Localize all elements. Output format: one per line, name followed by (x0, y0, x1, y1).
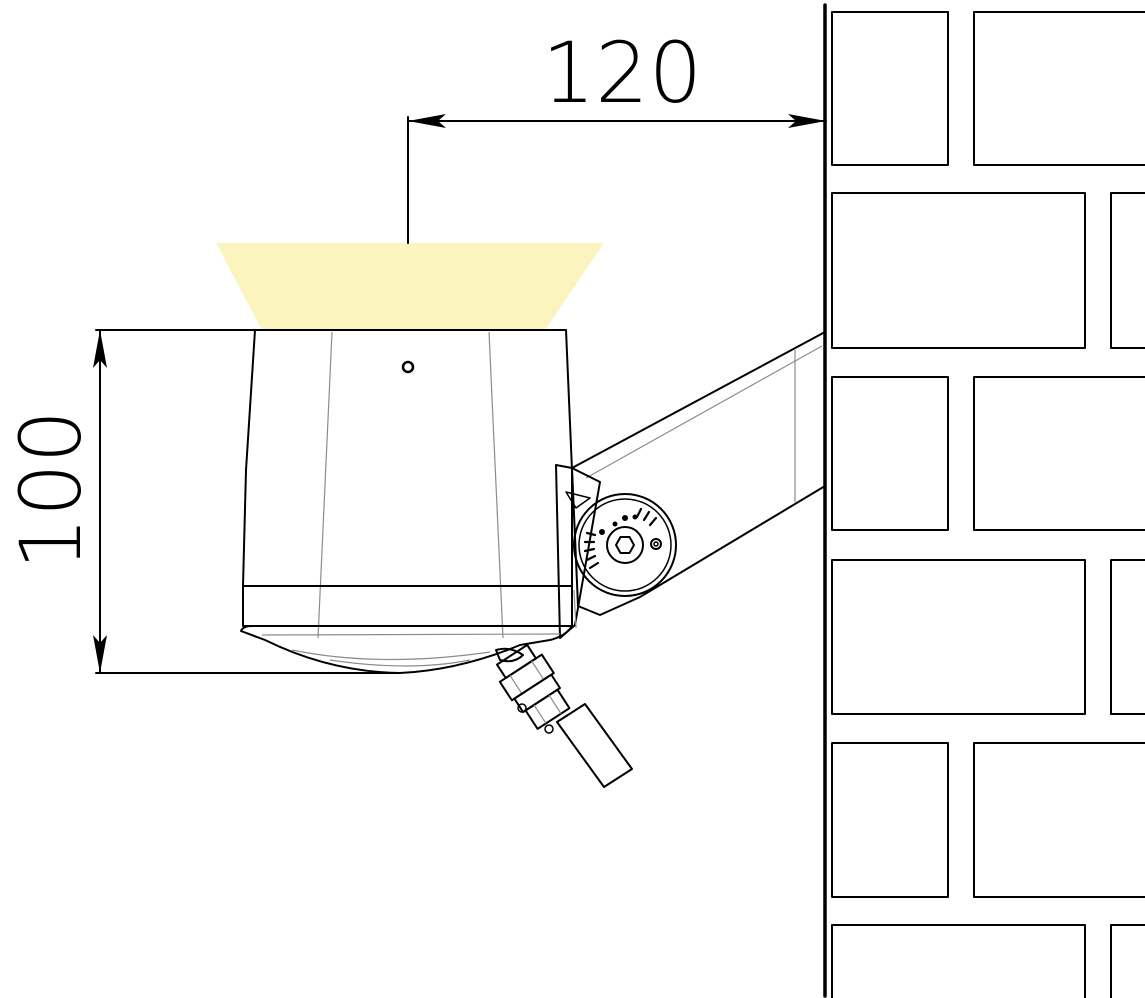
angle-dial (573, 493, 677, 597)
arrowhead-bottom (93, 635, 107, 673)
brick-wall (823, 3, 1145, 998)
brick (973, 742, 1145, 898)
hex-socket-icon (615, 536, 635, 554)
locking-screw (650, 538, 662, 550)
cable (556, 703, 633, 788)
brick (831, 559, 1086, 715)
brick (1110, 559, 1145, 715)
brick (1110, 192, 1145, 349)
brick (973, 376, 1145, 531)
light-beam (216, 243, 604, 330)
pivot-bolt (606, 526, 644, 564)
brick (831, 11, 949, 166)
bottom-cover (240, 625, 573, 674)
wall-bracket (555, 331, 826, 639)
brick (831, 192, 1086, 349)
luminaire-body (240, 329, 577, 674)
brick (973, 11, 1145, 166)
brick (831, 376, 949, 531)
arrowhead-top (93, 330, 107, 368)
brick (831, 742, 949, 898)
width-dimension: 120 (407, 24, 827, 244)
brick (1110, 924, 1145, 998)
width-dimension-label: 120 (542, 24, 702, 122)
tilt-indicator-arrow (565, 491, 591, 509)
brick (831, 924, 1086, 998)
body-screw (401, 360, 415, 374)
arrowhead-left (408, 114, 446, 128)
arrowhead-right (788, 114, 826, 128)
cable-gland (496, 643, 633, 788)
height-dimension-label: 100 (2, 410, 100, 570)
height-dimension: 100 (2, 329, 401, 674)
